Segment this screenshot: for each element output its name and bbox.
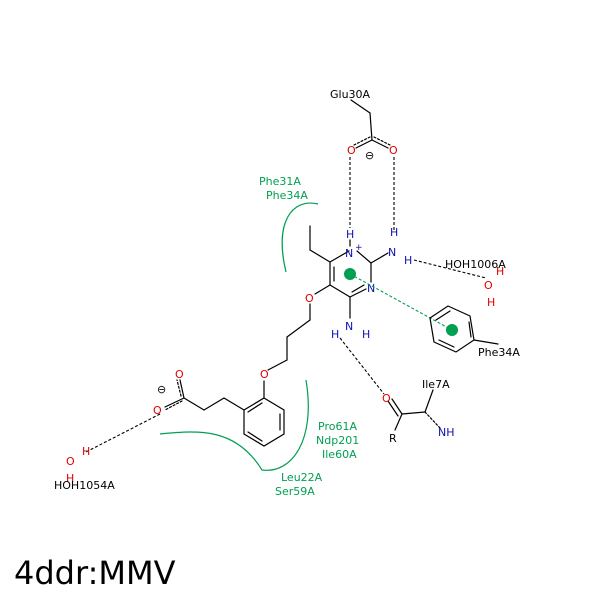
ethyl-bond-1 [309, 249, 331, 263]
ether-link-bond-1 [314, 284, 331, 295]
acid-chain-bond-3 [183, 397, 205, 411]
ether-oxygen-2: O [260, 368, 269, 381]
hydrophobic-label-ndp201: Ndp201 [316, 434, 359, 447]
hydrophobic-label-ser59a: Ser59A [275, 485, 315, 498]
amine-top-nitrogen: N [388, 246, 396, 259]
acid-carbonyl-bond [179, 379, 185, 399]
hbond-amine-ile7a [339, 337, 385, 395]
water-left-hydrogen-2: H [66, 472, 74, 485]
ile7a-backbone [387, 389, 441, 431]
water-right-hydrogen-1: H [496, 265, 504, 278]
amine-bottom-hydrogen-1: H [362, 328, 370, 341]
ring-nitrogen-charge: + [355, 243, 363, 253]
ile7a-nh: NH [438, 426, 455, 439]
amine-top-hydrogen-1: H [390, 226, 398, 239]
diagram-title: 4ddr:MMV [14, 554, 176, 592]
hydrophobic-arc-bottom [159, 379, 309, 471]
amine-top-bond [370, 252, 389, 264]
water-right-oxygen: O [484, 279, 493, 292]
residue-label-ile7a: Ile7A [422, 378, 450, 391]
ile7a-r-group: R [389, 432, 397, 445]
residue-label-phe34a: Phe34A [478, 346, 520, 359]
acid-hydroxyl-bond-dash [164, 400, 183, 411]
amine-bottom-hydrogen-2: H [331, 328, 339, 341]
amine-bottom-nitrogen: N [345, 320, 353, 333]
hydrophobic-arc-top [281, 202, 319, 273]
hbond-amine-water-right [413, 259, 487, 279]
hydrophobic-label-pro61a: Pro61A [318, 420, 357, 433]
acid-negative-charge: ⊖ [157, 383, 166, 396]
glu-oxygen-2: O [389, 144, 398, 157]
glu-negative-charge: ⊖ [365, 149, 374, 162]
acid-hydroxyl-bond [164, 397, 185, 408]
hydrophobic-label-phe31a: Phe31A [259, 175, 301, 188]
water-left-oxygen: O [66, 455, 75, 468]
acid-oxygen-1: O [175, 368, 184, 381]
ile7a-carbonyl-oxygen: O [382, 392, 391, 405]
hydrophobic-label-leu22a: Leu22A [281, 471, 323, 484]
ether-oxygen-1: O [305, 292, 314, 305]
phe34a-ring [429, 305, 499, 353]
water-label-hoh1006a: HOH1006A [445, 258, 506, 271]
acid-chain-bond-2 [203, 397, 225, 411]
ring-nitrogen-3: N [367, 282, 375, 295]
water-left-hydrogen-1: H [82, 445, 90, 458]
glu30a-sidechain [350, 99, 391, 149]
pi-stacking-line [349, 273, 453, 331]
glu-oxygen-1: O [347, 144, 356, 157]
ether-link-bond-3 [286, 319, 311, 338]
ring-nitrogen-1: N [345, 247, 353, 260]
hbond-acid-water-left [85, 413, 161, 453]
acid-oxygen-2: O [153, 404, 162, 417]
water-right-hydrogen-2: H [487, 296, 495, 309]
pyrimidine-ring [329, 250, 372, 298]
residue-label-glu30a: Glu30A [330, 88, 371, 101]
phenyl-ring [243, 397, 285, 447]
amine-top-hydrogen-2: H [404, 254, 412, 267]
hydrophobic-label-ile60a: Ile60A [322, 448, 357, 461]
ring-nitrogen-hydrogen: H [346, 228, 354, 241]
acid-chain-bond-1 [223, 397, 245, 411]
water-label-hoh1054a: HOH1054A [54, 479, 115, 492]
hydrophobic-label-phe34a-top: Phe34A [266, 189, 308, 202]
pi-center-phe34a [446, 324, 458, 336]
ether-link-bond-5 [267, 359, 288, 371]
acid-carbonyl-bond-dash [176, 379, 182, 397]
